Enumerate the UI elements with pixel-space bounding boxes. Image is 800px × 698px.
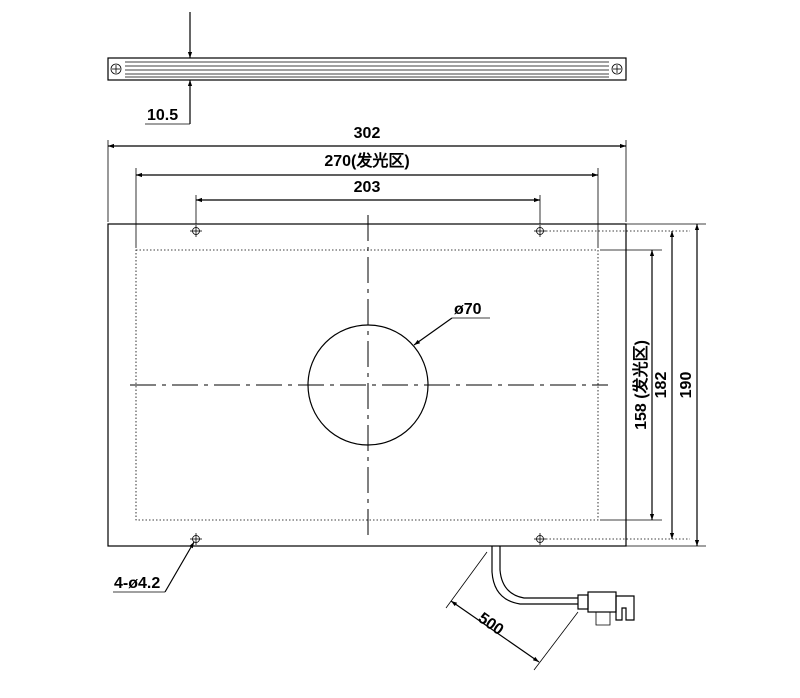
cable <box>491 546 578 605</box>
screw-left-icon <box>110 63 122 75</box>
side-profile <box>107 57 627 81</box>
total-width-label: 302 <box>354 125 381 142</box>
center-hole-label: ø70 <box>454 301 482 318</box>
mount-hole-top-left <box>190 225 202 237</box>
emitting-area <box>135 249 599 521</box>
panel-outline <box>107 223 627 547</box>
hole-spacing-label: 203 <box>354 179 381 196</box>
cable-length-label: 500 <box>475 610 507 639</box>
mount-holes-label: 4-ø4.2 <box>114 575 160 592</box>
connector-plug <box>577 591 635 626</box>
mount-hole-bottom-right <box>534 533 546 545</box>
screw-right-icon <box>611 63 623 75</box>
mount-hole-top-right <box>534 225 546 237</box>
mount-hole-bottom-left <box>190 533 202 545</box>
front-view: ø70 302 270(发光区) <box>107 125 706 671</box>
side-view: 10.5 <box>107 12 627 125</box>
thickness-label: 10.5 <box>147 107 178 124</box>
center-hole <box>307 324 429 446</box>
total-height-label: 190 <box>678 372 695 399</box>
emit-height-label: 158 (发光区) <box>631 340 650 430</box>
hole-height-label: 182 <box>653 372 670 399</box>
emit-width-label: 270(发光区) <box>324 151 409 170</box>
